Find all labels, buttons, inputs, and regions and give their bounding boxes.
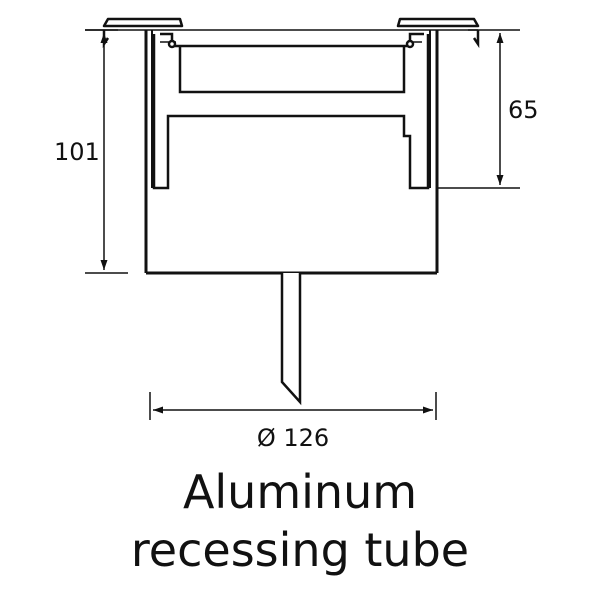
- inner-housing: [152, 32, 430, 190]
- height-dimension: [85, 29, 128, 274]
- diameter-dimension-label: Ø 126: [257, 424, 329, 452]
- depth-dimension-label: 65: [508, 96, 539, 124]
- top-flange: [85, 17, 480, 31]
- caption-line-1: Aluminum: [183, 465, 417, 519]
- tube-body: [144, 30, 439, 275]
- caption-line-2: recessing tube: [131, 523, 469, 577]
- cable-stem: [280, 273, 302, 406]
- depth-dimension: [437, 29, 520, 189]
- diameter-dimension: [149, 392, 437, 420]
- height-dimension-label: 101: [54, 138, 100, 166]
